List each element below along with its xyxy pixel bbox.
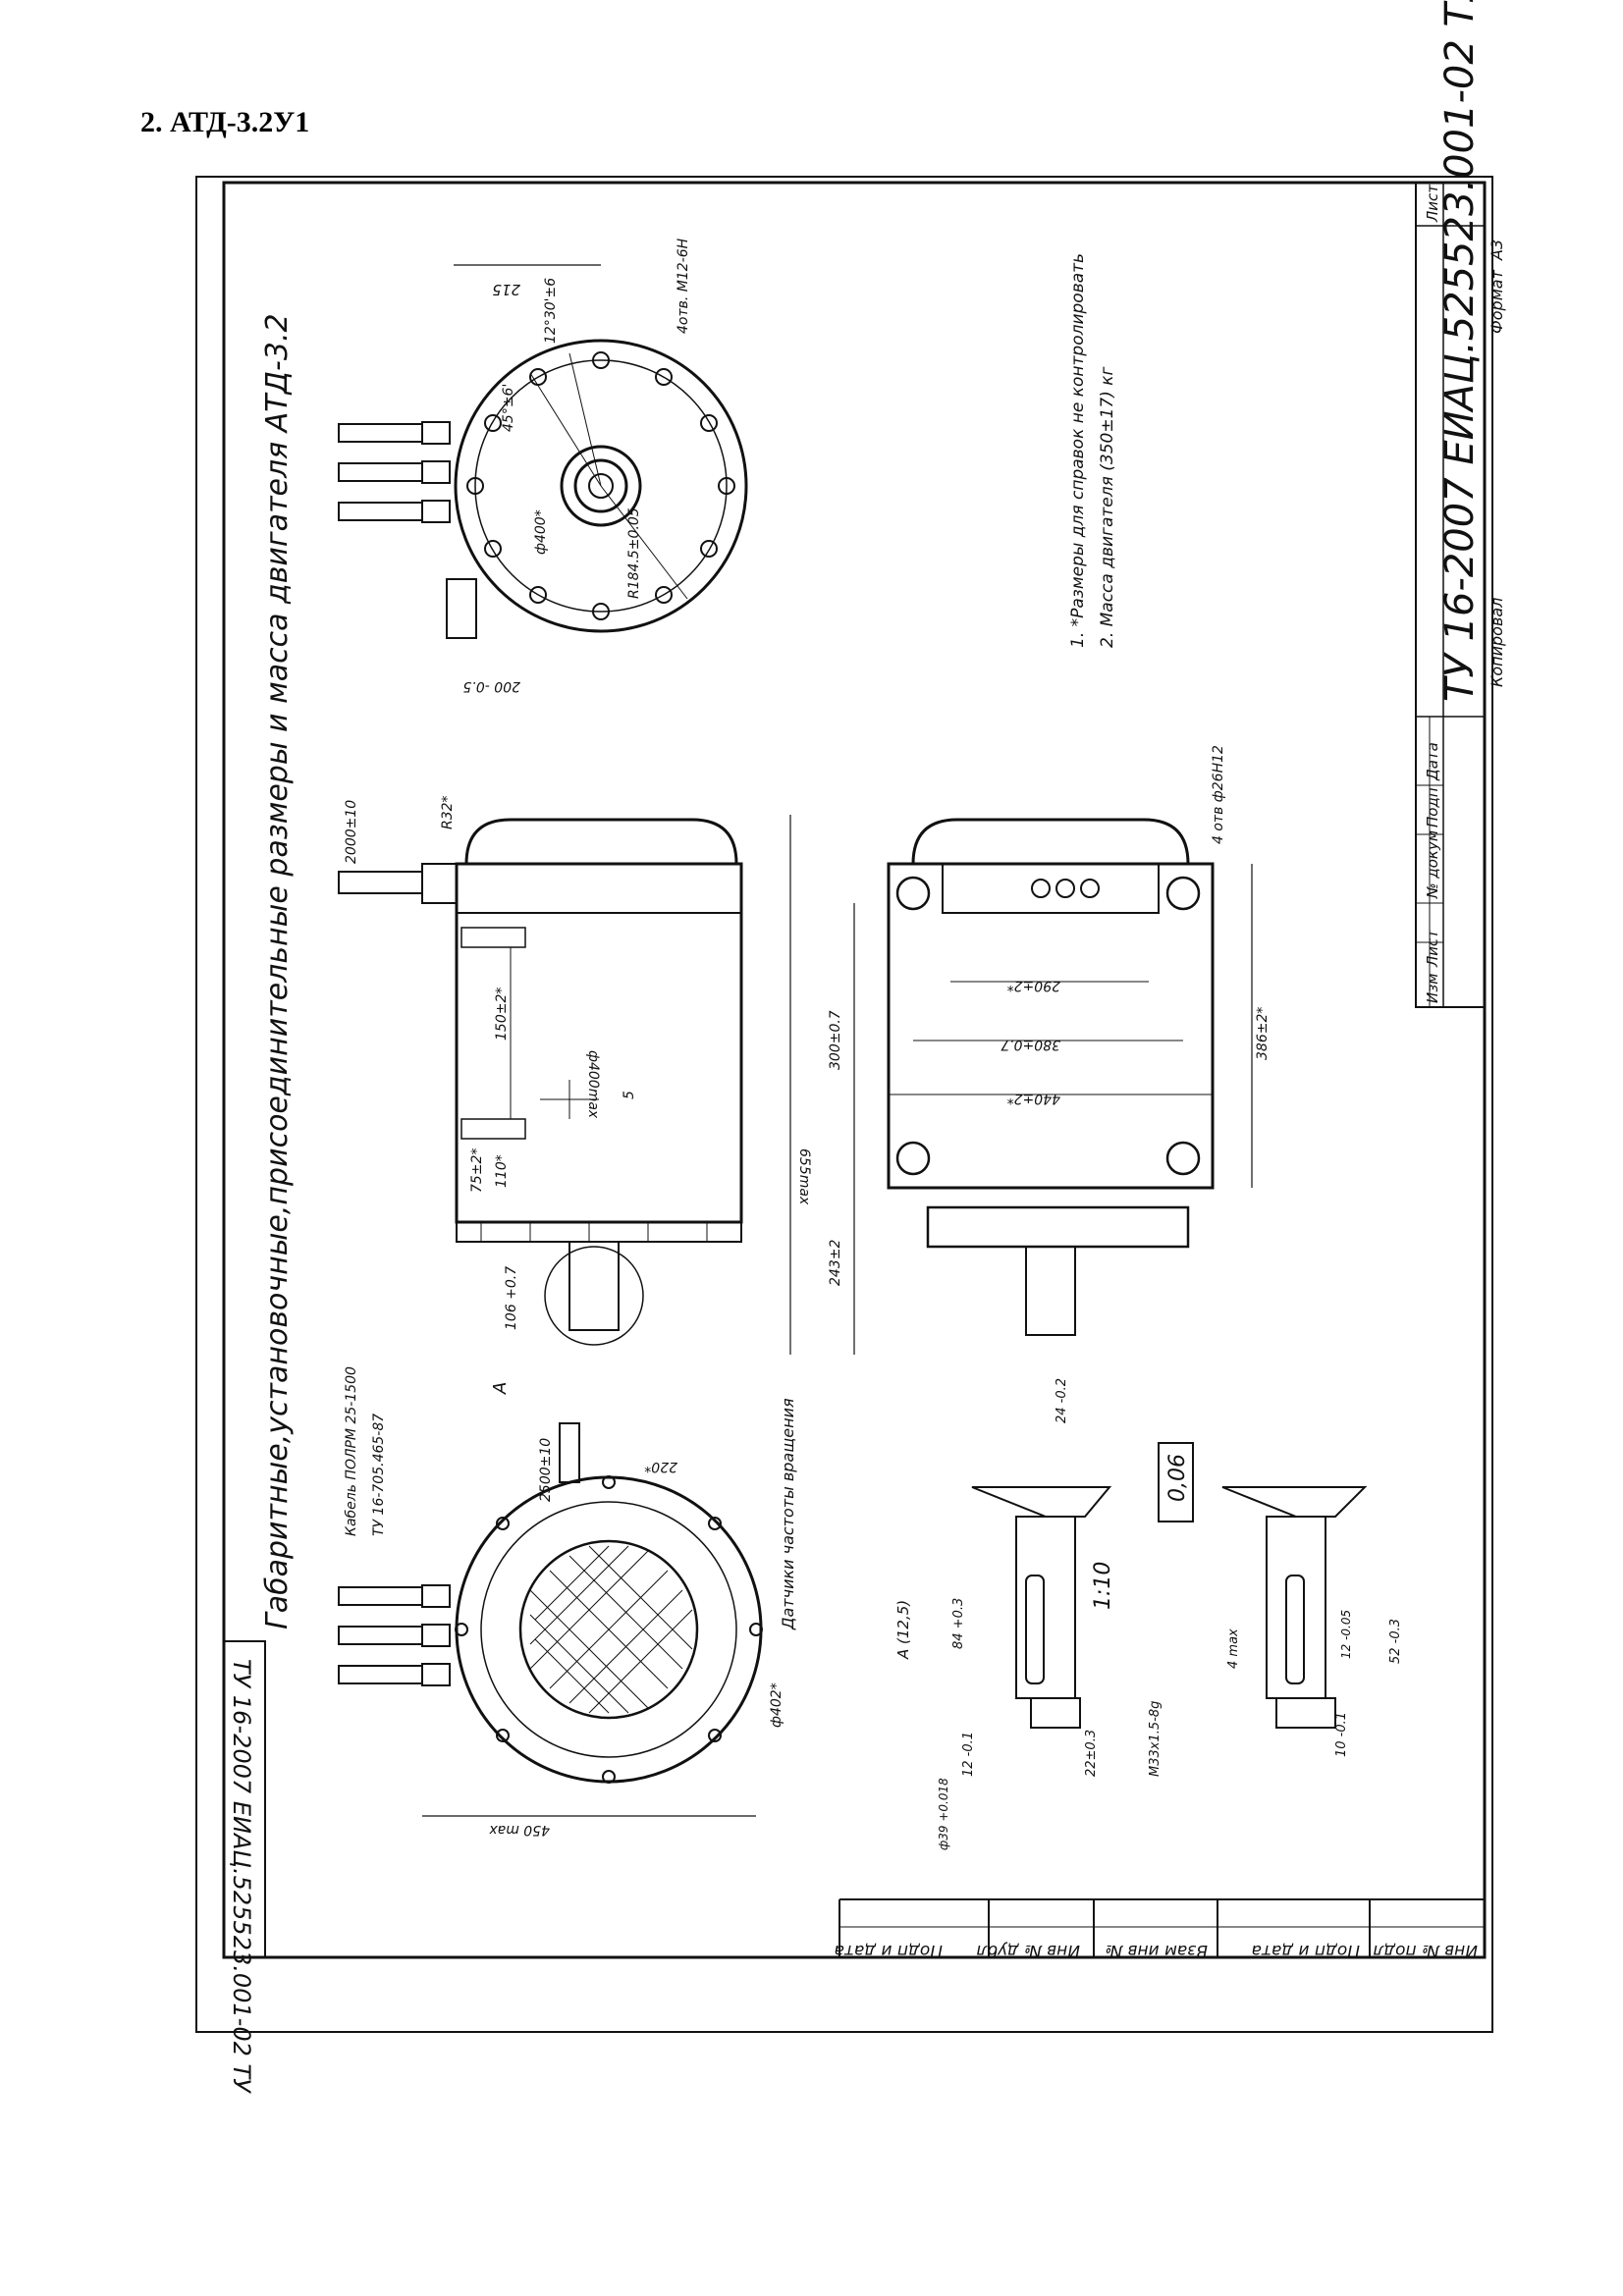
sheet-label: Лист (1424, 184, 1441, 223)
top-dim-4: ф400* (533, 509, 549, 555)
detail-label-7: ф39 +0.018 (937, 1778, 950, 1850)
note-2: 2. Масса двигателя (350±17) кг (1098, 366, 1117, 648)
top-dim-5: R184.5±0.05 (626, 507, 642, 599)
stamp-col-4: Дата (1424, 742, 1441, 781)
bottom-label-6: ф402* (769, 1682, 784, 1728)
detail-label-3: 24 -0.2 (1055, 1378, 1069, 1423)
side-stamp-4: Подп и дата (1252, 1941, 1360, 1960)
side-dim-3: 150±2* (494, 988, 510, 1041)
front-dim-2: 380±0.7 (1001, 1037, 1060, 1052)
detail-label-6: 22±0.3 (1084, 1730, 1099, 1777)
side-stamp-2: Взам инв № (1105, 1941, 1208, 1960)
title-block-doc-number: ТУ 16-2007 ЕИАЦ.525523.001-02 ТУ (1437, 0, 1483, 702)
format-label: Формат (1488, 269, 1506, 334)
detail-label-8: 4 max (1226, 1629, 1241, 1669)
side-dim-1: 2000±10 (344, 800, 359, 864)
sheet-outer-border (195, 176, 1493, 2033)
front-dim-4: 300±0.7 (828, 1010, 843, 1070)
side-dim-2: ф400max (585, 1050, 601, 1119)
top-dim-2: 45°±6' (501, 384, 516, 432)
top-dim-3: 4отв. М12-6Н (676, 238, 691, 334)
bottom-label-2: Датчики частоты вращения (779, 1398, 797, 1630)
bottom-view: Кабель ПОЛРМ 25-1500 ТУ 16-705.465-87 Да… (338, 1366, 797, 1838)
detail-label-10: 52 -0.3 (1388, 1619, 1403, 1664)
top-end-view: 215 12°30'±6 45°±6' 4отв. М12-6Н ф400* R… (338, 238, 748, 694)
front-dim-1: 290±2* (1007, 978, 1060, 993)
front-dim-0: 4 отв ф26Н12 (1211, 745, 1226, 844)
title-block: ТУ 16-2007 ЕИАЦ.525523.001-02 ТУ Лист Из… (1415, 0, 1506, 1008)
detail-label-9: М33х1.5-8g (1148, 1701, 1163, 1777)
stamp-col-0: Изм (1424, 973, 1441, 1003)
top-dim-1: 12°30'±6 (543, 278, 559, 344)
side-dim-5: 110* (494, 1154, 510, 1188)
bottom-label-4: 2500±10 (538, 1438, 554, 1502)
side-stamp-3: Инв № дубл (976, 1941, 1080, 1960)
front-dim-6: 243±2 (828, 1240, 843, 1286)
stamp-col-3: Подп (1424, 787, 1441, 828)
detail-label-4: 84 +0.3 (951, 1598, 966, 1649)
bottom-label-5: 450 max (489, 1822, 550, 1838)
detail-label-5: 12 -0.1 (961, 1732, 976, 1777)
side-stamp-0: Инв № подл (1373, 1941, 1478, 1960)
side-dim-7: 5 (622, 1091, 637, 1099)
detail-label-1: 1:10 (1091, 1562, 1115, 1610)
top-dim-0: 215 (492, 281, 520, 298)
side-dim-8: 106 +0.7 (504, 1266, 519, 1330)
side-dim-0: R32* (440, 795, 456, 829)
format-value: А3 (1488, 240, 1506, 261)
side-stamp-area: Подп и дата Инв № дубл Взам инв № Подп и… (835, 1898, 1485, 1960)
detail-label-2: А (12,5) (894, 1600, 912, 1660)
side-stamp-1: Подп и дата (835, 1941, 943, 1960)
stamp-col-1: Лист (1424, 929, 1441, 968)
drawing-frame (222, 181, 1487, 1959)
front-dim-5: 386±2* (1255, 1007, 1271, 1060)
bottom-label-3: 220* (644, 1459, 677, 1474)
copied-label: Копировал (1488, 598, 1506, 687)
detail-label-11: 12 -0.05 (1339, 1610, 1353, 1659)
side-dim-4: 75±2* (469, 1148, 485, 1193)
side-dim-6: 655max (796, 1148, 812, 1205)
left-doc-number: ТУ 16-2007 ЕИАЦ.525523.001-02 ТУ (228, 1659, 255, 2094)
detail-label-0: 0,06 (1165, 1454, 1190, 1502)
page-heading: 2. АТД-3.2У1 (140, 106, 310, 138)
detail-label-12: 10 -0.1 (1334, 1712, 1349, 1757)
stamp-col-2: № докум (1424, 830, 1441, 899)
bottom-label-0: Кабель ПОЛРМ 25-1500 (344, 1366, 359, 1536)
drawing-title: Габаритные,установочные,присоединительны… (260, 313, 295, 1629)
front-view: 4 отв ф26Н12 290±2* 380±0.7 440±2* 300±0… (828, 745, 1271, 1355)
top-dim-6: 200 -0.5 (462, 678, 520, 694)
note-1: 1. *Размеры для справок не контролироват… (1068, 253, 1088, 648)
shaft-details: 0,06 1:10 А (12,5) 24 -0.2 84 +0.3 12 -0… (894, 1378, 1403, 1850)
bottom-label-1: ТУ 16-705.465-87 (371, 1414, 387, 1536)
left-doc-box: ТУ 16-2007 ЕИАЦ.525523.001-02 ТУ (223, 1640, 266, 2094)
side-dim-9: А (490, 1382, 511, 1395)
side-view: R32* 2000±10 ф400max 150±2* 75±2* 110* 6… (338, 795, 812, 1395)
front-dim-3: 440±2* (1007, 1091, 1060, 1106)
